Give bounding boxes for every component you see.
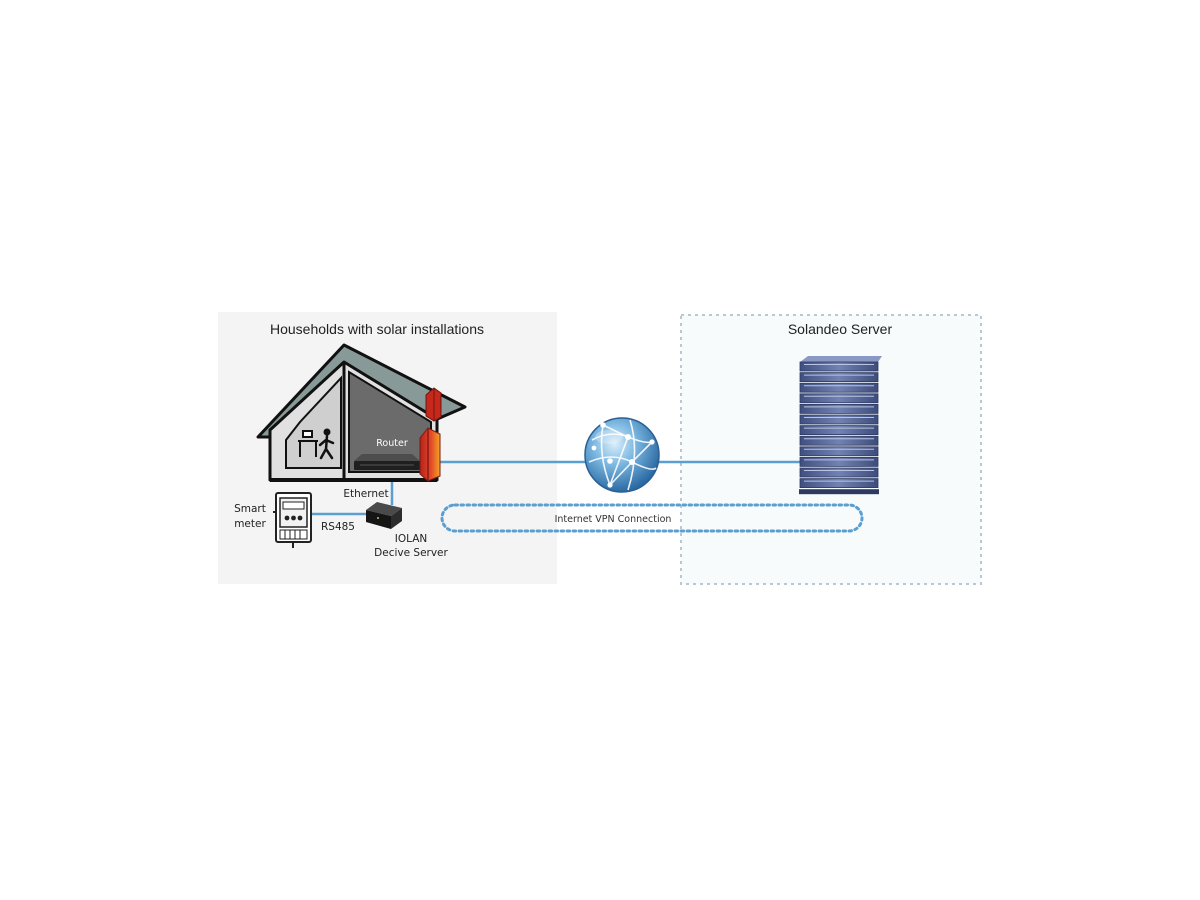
- house-illustration: Router: [256, 343, 467, 482]
- iolan-device-icon: [366, 502, 402, 529]
- households-panel-title: Households with solar installations: [270, 321, 484, 337]
- server-rack-unit: [799, 478, 879, 489]
- iolan-label-line2: Decive Server: [374, 547, 448, 559]
- iolan-label-line1: IOLAN: [395, 533, 428, 545]
- server-rack-unit: [799, 467, 879, 478]
- server-rack-unit: [799, 456, 879, 467]
- server-rack-unit: [799, 361, 879, 372]
- person-icon: [318, 428, 335, 460]
- ethernet-label: Ethernet: [343, 488, 388, 500]
- smart-meter-icon: [273, 492, 312, 548]
- smart-meter-label-line1: Smart: [234, 503, 266, 515]
- server-rack-unit: [799, 414, 879, 425]
- server-rack-icon: [799, 356, 882, 495]
- router-icon: [354, 454, 420, 470]
- vpn-connection: Internet VPN Connection: [440, 503, 864, 533]
- desk-computer-icon: [298, 430, 318, 457]
- server-rack-base: [799, 489, 879, 495]
- smart-meter-label-line2: meter: [234, 518, 266, 530]
- solar-panel-icon: [419, 427, 441, 482]
- vpn-tunnel-outline: [440, 503, 864, 533]
- router-label: Router: [376, 438, 408, 449]
- roof-panel-icon: [425, 387, 442, 422]
- server-panel-title: Solandeo Server: [788, 321, 893, 337]
- internet-globe-icon: [584, 417, 660, 493]
- server-rack-unit: [799, 382, 879, 393]
- rs485-label: RS485: [321, 521, 355, 533]
- server-rack-unit: [799, 435, 879, 446]
- server-rack-unit: [799, 372, 879, 383]
- server-rack-unit: [799, 425, 879, 436]
- server-rack-unit: [799, 393, 879, 404]
- server-rack-unit: [799, 446, 879, 457]
- server-rack-unit: [799, 403, 879, 414]
- vpn-connection-label: Internet VPN Connection: [555, 514, 672, 525]
- server-rack-top: [800, 356, 882, 362]
